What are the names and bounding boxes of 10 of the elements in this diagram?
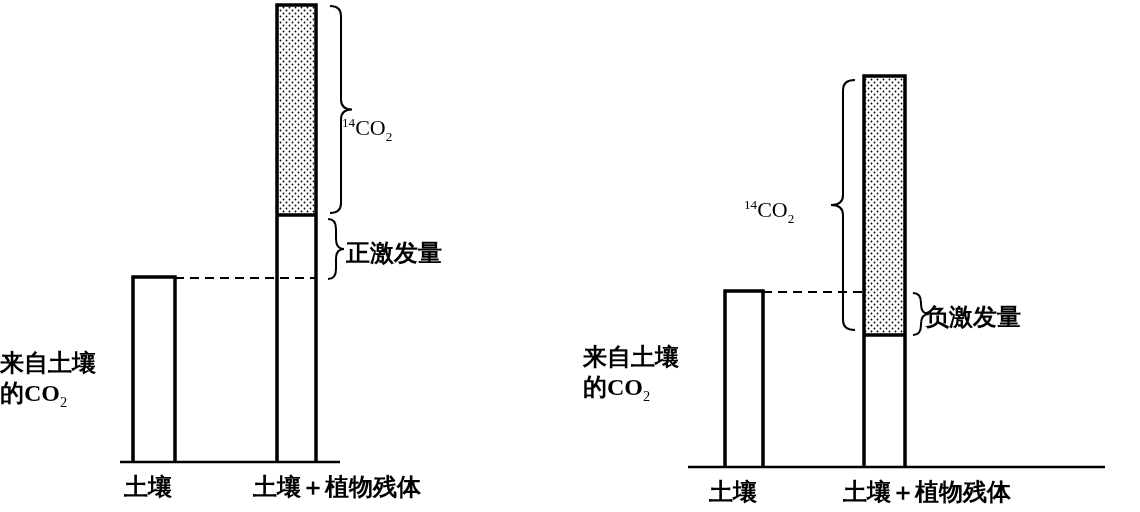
category-label: 土壤＋植物残体 [253, 473, 421, 502]
category-label: 土壤＋植物残体 [843, 478, 1011, 507]
isotope-label: $^{14}$CO$_{2}$ [342, 114, 393, 146]
isotope-label: $^{14}$CO$_{2}$ [744, 196, 795, 228]
category-label: 土壤 [709, 478, 757, 507]
axis-label: 来自土壤的CO$_{2}$ [583, 343, 680, 406]
bracket-label: 正激发量 [346, 239, 442, 268]
category-label: 土壤 [124, 473, 172, 502]
axis-label: 来自土壤的CO$_{2}$ [0, 349, 97, 412]
bracket-label: 负激发量 [925, 303, 1021, 332]
